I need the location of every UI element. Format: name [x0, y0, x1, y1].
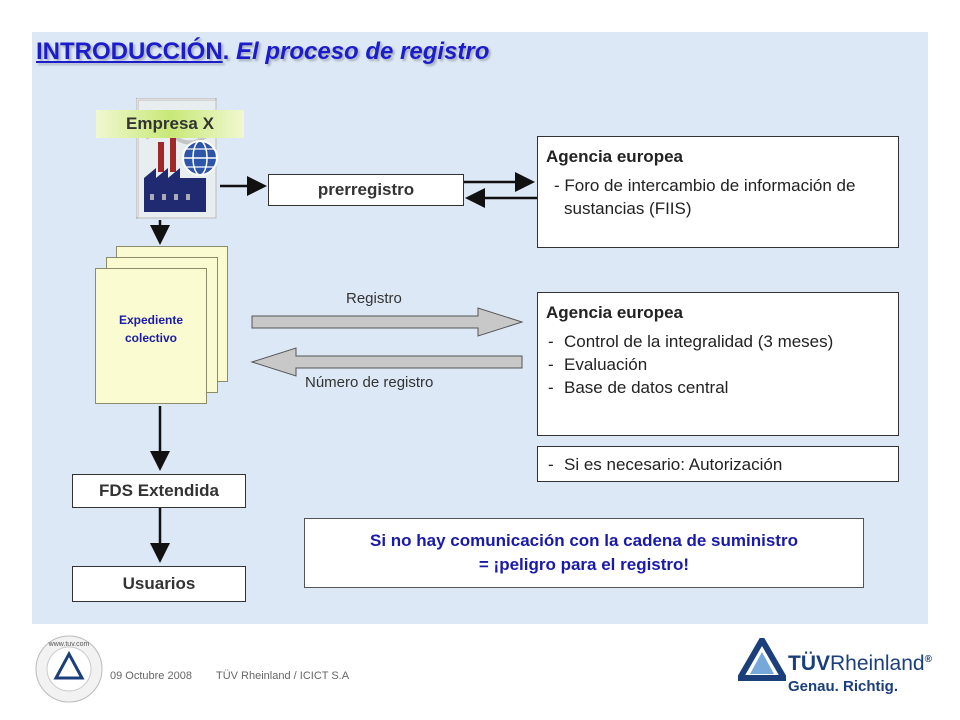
title-part2: El proceso de registro	[229, 38, 490, 65]
authorization-item: Si es necesario: Autorización	[546, 453, 890, 476]
certification-seal-icon: www.tuv.com	[35, 635, 103, 703]
page-title: INTRODUCCIÓN. El proceso de registro	[36, 38, 489, 66]
brand-name-light: Rheinland	[830, 652, 925, 675]
warning-line1: Si no hay comunicación con la cadena de …	[370, 531, 798, 550]
company-label: Empresa X	[96, 110, 244, 138]
dossier-line2: colectivo	[124, 331, 178, 345]
tuv-triangle-icon	[734, 634, 790, 681]
tuv-logo	[734, 634, 790, 682]
prereg-box: prerregistro	[268, 174, 464, 206]
fds-box: FDS Extendida	[72, 474, 246, 508]
dossier-line1: Expediente	[118, 313, 184, 327]
agency-box-2: Agencia europea Control de la integralid…	[537, 292, 899, 436]
tuv-seal: www.tuv.com	[34, 634, 104, 704]
brand-slogan: Genau. Richtig.	[788, 678, 899, 695]
seal-text: www.tuv.com	[48, 641, 90, 648]
authorization-list: Si es necesario: Autorización	[546, 453, 890, 476]
title-sep: .	[222, 38, 230, 65]
agency-heading-2: Agencia europea	[546, 303, 683, 322]
brand-name-bold: TÜV	[788, 652, 830, 675]
usuarios-box: Usuarios	[72, 566, 246, 602]
agency-list-2: Control de la integralidad (3 meses) Eva…	[546, 330, 890, 399]
warning-line2: = ¡peligro para el registro!	[478, 555, 690, 574]
registro-label: Registro	[346, 290, 402, 307]
agency-heading-1: Agencia europea	[546, 147, 683, 166]
numero-label: Número de registro	[305, 374, 434, 391]
agency2-item: Base de datos central	[546, 376, 890, 399]
footer-org: TÜV Rheinland / ICICT S.A	[216, 670, 350, 682]
agency2-item: Control de la integralidad (3 meses)	[546, 330, 890, 353]
agency2-item: Evaluación	[546, 353, 890, 376]
brand-reg: ®	[924, 654, 932, 665]
warning-note: Si no hay comunicación con la cadena de …	[304, 518, 864, 588]
title-part1: INTRODUCCIÓN	[36, 38, 223, 65]
agency1-item: - Foro de intercambio de información de …	[554, 176, 856, 218]
footer-date: 09 Octubre 2008	[110, 670, 192, 682]
agency-list-1: - Foro de intercambio de información de …	[546, 174, 890, 220]
agency-box-1: Agencia europea - Foro de intercambio de…	[537, 136, 899, 248]
dossier-sheet-front: Expediente colectivo	[95, 268, 207, 404]
brand-name: TÜVRheinland®	[788, 652, 932, 676]
authorization-box: Si es necesario: Autorización	[537, 446, 899, 482]
